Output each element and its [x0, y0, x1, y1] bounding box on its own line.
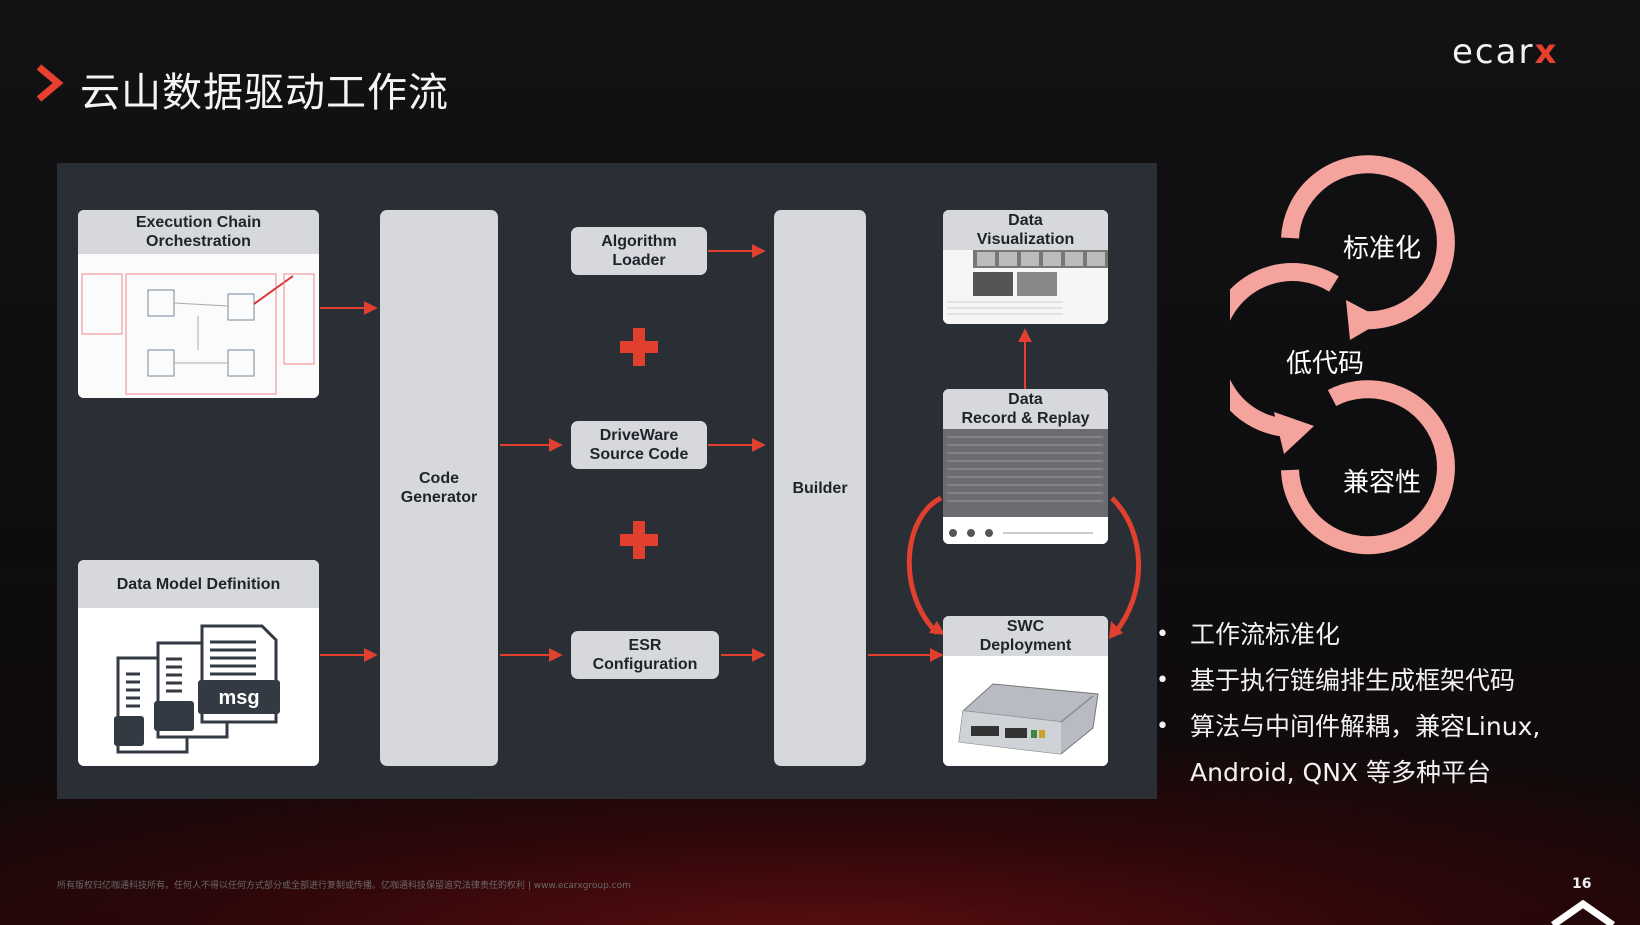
data-visualization-title: Data Visualization: [943, 210, 1108, 250]
cycle-label-standardize: 标准化: [1343, 234, 1422, 264]
bullet-icon: •: [1156, 668, 1169, 693]
bullet-icon: •: [1156, 714, 1169, 739]
ecu-device-icon: [943, 656, 1108, 766]
algorithm-loader-box: Algorithm Loader: [571, 227, 707, 275]
plus-icon: [618, 326, 660, 368]
cycle-label-low-code: 低代码: [1286, 349, 1365, 379]
data-model-card: Data Model Definition msg: [78, 560, 319, 766]
algorithm-loader-label: Algorithm Loader: [601, 233, 677, 269]
driveware-source-label: DriveWare Source Code: [589, 427, 689, 463]
swc-deployment-title: SWC Deployment: [943, 616, 1108, 656]
data-visualization-card: Data Visualization: [943, 210, 1108, 324]
builder-label: Builder: [792, 479, 848, 497]
plus-icon: [618, 519, 660, 561]
feature-bullet-list: • 工作流标准化 • 基于执行链编排生成框架代码 • 算法与中间件解耦，兼容Linux…: [1156, 612, 1610, 796]
bullet-text: 工作流标准化: [1190, 620, 1341, 649]
corner-chevron-icon: [1550, 900, 1616, 925]
cycle-arrow-icon: [1281, 155, 1455, 330]
list-item: • 基于执行链编排生成框架代码: [1156, 658, 1610, 704]
execution-chain-screenshot: [78, 254, 319, 398]
ecarx-logo: ecarx: [1452, 32, 1559, 72]
bullet-text: 基于执行链编排生成框架代码: [1190, 666, 1516, 695]
list-item: • 工作流标准化: [1156, 612, 1610, 658]
cycle-label-compatibility: 兼容性: [1343, 468, 1422, 498]
driveware-source-box: DriveWare Source Code: [571, 421, 707, 469]
cycle-arrow-icon: [1274, 412, 1314, 454]
visualization-screenshot: [943, 250, 1108, 324]
diagram-connectors: [320, 244, 1142, 662]
esr-config-label: ESR Configuration: [592, 637, 698, 673]
esr-config-box: ESR Configuration: [571, 631, 719, 679]
cycle-arrow-icon: [1281, 380, 1455, 555]
chevron-right-icon: [36, 64, 64, 102]
data-record-replay-card: Data Record & Replay: [943, 389, 1108, 544]
list-item: • 算法与中间件解耦，兼容Linux,: [1156, 704, 1610, 750]
bullet-text: 算法与中间件解耦，兼容Linux,: [1190, 712, 1541, 741]
copyright-footer: 所有版权归亿咖通科技所有。任何人不得以任何方式部分或全部进行复制或传播。亿咖通科…: [57, 881, 631, 891]
document-stack-icon: msg: [114, 624, 280, 754]
cycle-arrow-icon: [1346, 300, 1384, 340]
page-title: 云山数据驱动工作流: [80, 70, 449, 116]
swc-deployment-card: SWC Deployment: [943, 616, 1108, 766]
code-generator-label: Code Generator: [400, 470, 478, 506]
execution-chain-title: Execution Chain Orchestration: [78, 210, 319, 254]
execution-chain-card: Execution Chain Orchestration: [78, 210, 319, 398]
cycle-arrow-icon: [1230, 263, 1339, 437]
data-record-replay-title: Data Record & Replay: [943, 389, 1108, 429]
workflow-diagram-panel: Execution Chain Orchestration Data Model…: [57, 163, 1157, 799]
cycle-arrows-graphic: [1230, 155, 1455, 555]
data-model-title: Data Model Definition: [78, 560, 319, 608]
list-item-continuation: Android, QNX 等多种平台: [1190, 750, 1610, 796]
svg-text:msg: msg: [218, 687, 259, 709]
record-replay-screenshot: [943, 429, 1108, 544]
builder-box: Builder: [774, 210, 866, 766]
page-number: 16: [1572, 876, 1592, 892]
code-generator-box: Code Generator: [380, 210, 498, 766]
bullet-text: Android, QNX 等多种平台: [1190, 758, 1492, 787]
bullet-icon: •: [1156, 622, 1169, 647]
